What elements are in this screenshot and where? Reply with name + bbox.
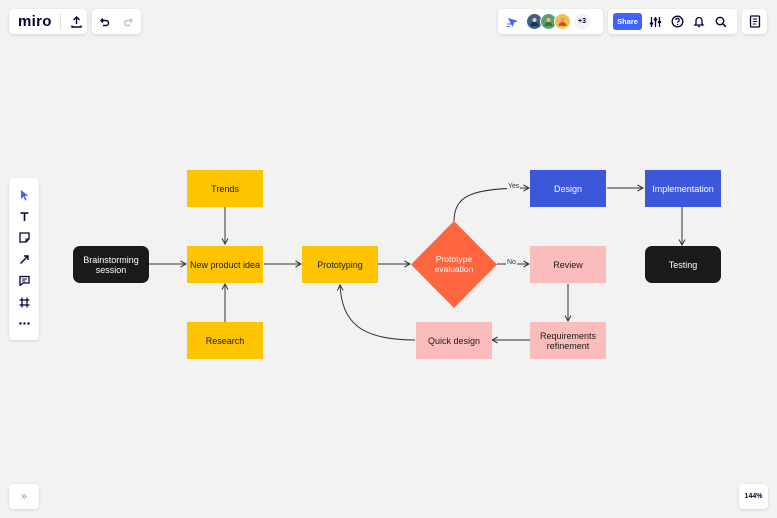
node-review[interactable]: Review [530, 246, 606, 283]
node-new-product-idea[interactable]: New product idea [187, 246, 263, 283]
node-requirements-refinement[interactable]: Requirements refinement [530, 322, 606, 359]
upload-icon[interactable] [67, 11, 87, 33]
zoom-level[interactable]: 144% [739, 484, 768, 509]
reactions-icon[interactable] [502, 11, 524, 33]
node-testing[interactable]: Testing [645, 246, 721, 283]
share-button[interactable]: Share [613, 13, 642, 30]
more-icon[interactable] [13, 313, 35, 335]
cursor-icon[interactable] [13, 184, 35, 206]
edge-label-no: No [506, 259, 517, 266]
zoom-value: 144% [744, 493, 763, 500]
logo-panel: miro [9, 9, 87, 34]
connector-yes [453, 188, 529, 223]
node-prototyping[interactable]: Prototyping [302, 246, 378, 283]
node-prototype-evaluation: Prototype evaluation [434, 254, 474, 274]
collaborators-panel: +3 [498, 9, 603, 34]
miro-logo[interactable]: miro [18, 13, 52, 30]
more-collaborators-badge[interactable]: +3 [574, 13, 590, 30]
undo-redo-panel [92, 9, 141, 34]
settings-icon[interactable] [644, 11, 666, 33]
edge-label-yes: Yes [507, 183, 521, 190]
expand-panel-button[interactable]: » [9, 484, 39, 509]
node-research[interactable]: Research [187, 322, 263, 359]
notes-icon[interactable] [744, 11, 766, 33]
connector-quickdesign-prototyping [340, 285, 416, 341]
expand-icon: » [21, 491, 27, 502]
redo-icon[interactable] [118, 11, 140, 33]
comment-icon[interactable] [13, 270, 35, 292]
node-trends[interactable]: Trends [187, 170, 263, 207]
help-icon[interactable] [666, 11, 688, 33]
text-icon[interactable] [13, 206, 35, 228]
connector-icon[interactable] [13, 249, 35, 271]
node-design[interactable]: Design [530, 170, 606, 207]
notes-panel [742, 9, 767, 34]
avatar[interactable] [554, 13, 571, 30]
sticky-note-icon[interactable] [13, 227, 35, 249]
frame-icon[interactable] [13, 292, 35, 314]
undo-icon[interactable] [93, 11, 115, 33]
node-prototype-evaluation-shape[interactable] [411, 221, 497, 308]
search-icon[interactable] [710, 11, 732, 33]
bell-icon[interactable] [688, 11, 710, 33]
actions-panel: Share [608, 9, 737, 34]
left-toolbar [9, 178, 39, 340]
divider [59, 13, 61, 30]
node-quick-design[interactable]: Quick design [416, 322, 492, 359]
node-brainstorming-session[interactable]: Brainstorming session [73, 246, 149, 283]
node-implementation[interactable]: Implementation [645, 170, 721, 207]
